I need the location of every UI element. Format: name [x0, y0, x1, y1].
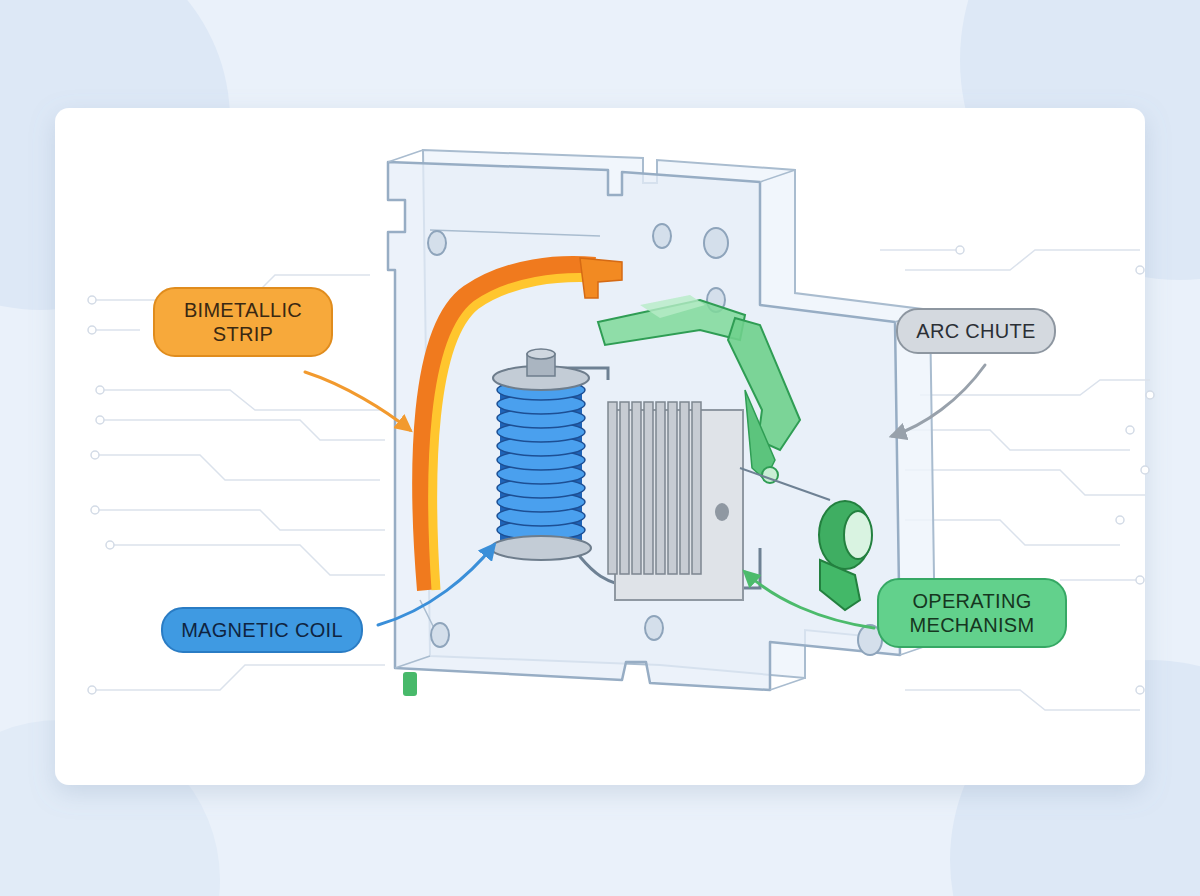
callout-pill: BIMETALLIC STRIP: [153, 287, 333, 357]
callout-label: OPERATING MECHANISM: [897, 589, 1047, 637]
callout-label: MAGNETIC COIL: [181, 618, 343, 642]
housing: [388, 162, 900, 690]
arc-chute-figure: [608, 402, 743, 600]
housing-edges: [388, 150, 935, 690]
callout-pill: OPERATING MECHANISM: [877, 578, 1067, 648]
callout-pill: MAGNETIC COIL: [161, 607, 363, 653]
mechanism-figure: [598, 295, 872, 610]
card: [55, 108, 1145, 785]
callout-pill: ARC CHUTE: [896, 308, 1055, 354]
callout-label: ARC CHUTE: [916, 319, 1035, 343]
callout-label: BIMETALLIC STRIP: [173, 298, 313, 346]
terminal: [403, 672, 417, 696]
bimetallic-strip-figure: [423, 258, 622, 590]
coil-figure: [491, 349, 591, 560]
